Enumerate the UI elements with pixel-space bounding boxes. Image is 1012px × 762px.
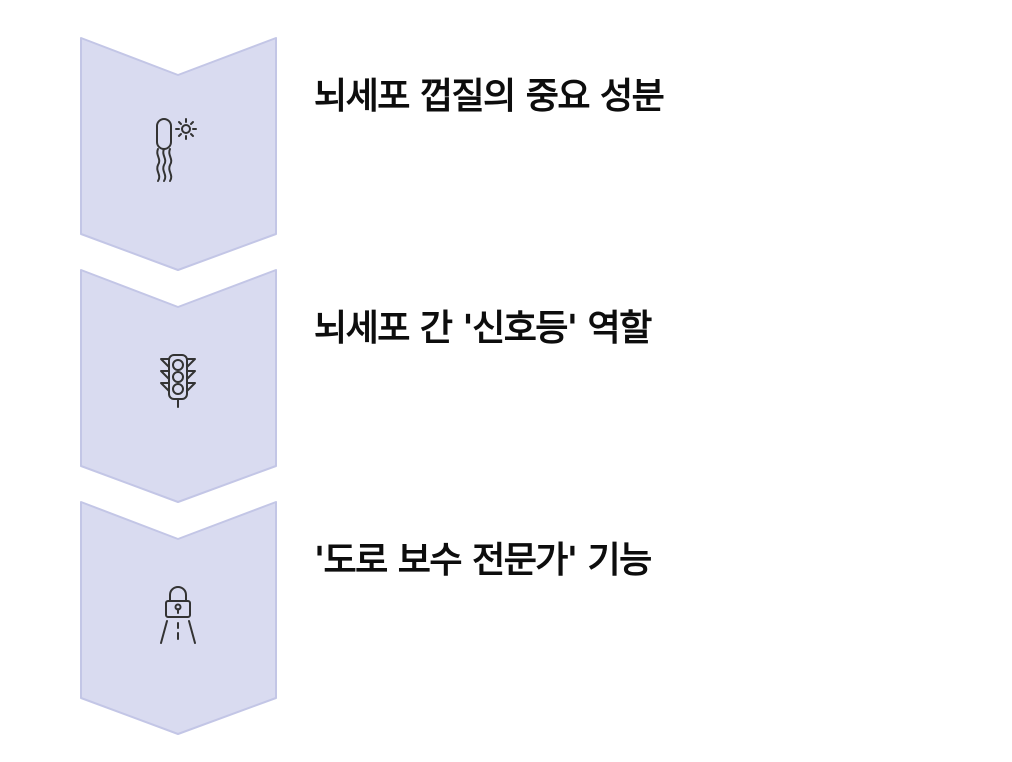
- step-3-chevron: [80, 501, 278, 737]
- step-2-chevron: [80, 269, 278, 505]
- traffic-light-icon: [153, 349, 203, 419]
- step-1-chevron: [80, 37, 278, 273]
- road-lock-icon: [153, 581, 203, 651]
- step-2: 뇌세포 간 '신호등' 역할: [0, 269, 1012, 509]
- step-1-title: 뇌세포 껍질의 중요 성분: [314, 76, 665, 117]
- step-3-title: '도로 보수 전문가' 기능: [314, 540, 652, 581]
- step-1: 뇌세포 껍질의 중요 성분: [0, 37, 1012, 277]
- step-2-title: 뇌세포 간 '신호등' 역할: [314, 308, 652, 349]
- bacterium-sun-icon: [153, 117, 203, 187]
- step-3: '도로 보수 전문가' 기능: [0, 501, 1012, 741]
